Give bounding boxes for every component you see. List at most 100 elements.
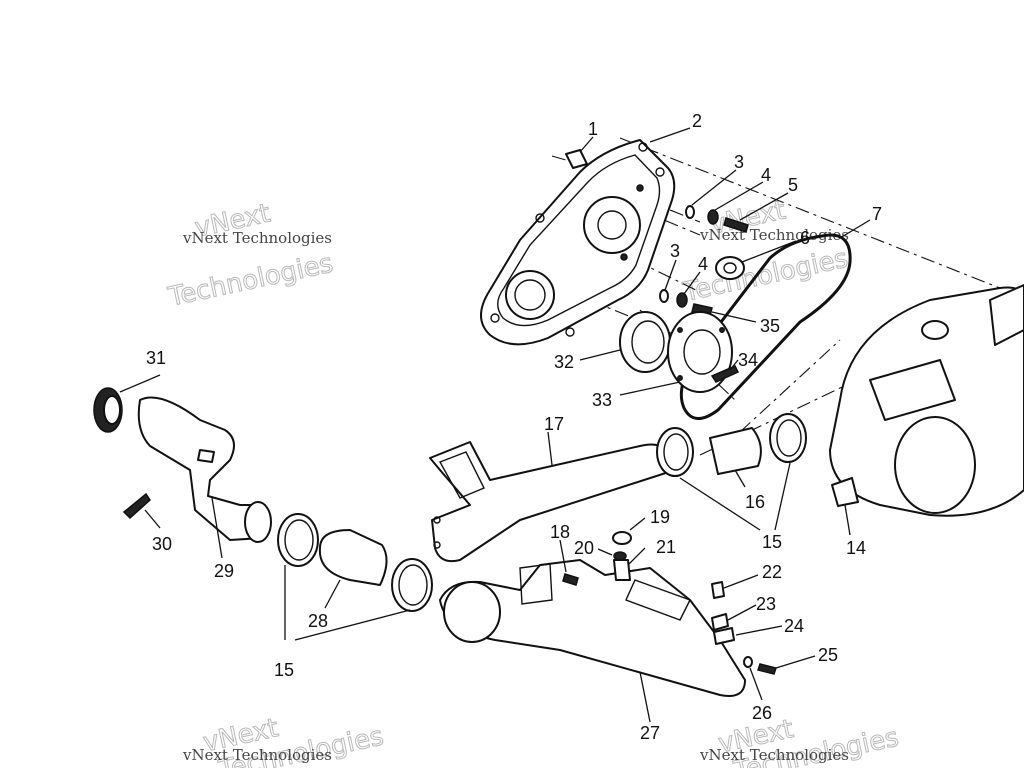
- callout-labels: 1 2 3 4 5 6 7 3 4 35 32 33 34 14 17 16 1…: [146, 111, 882, 743]
- part-33-plate: [667, 311, 733, 393]
- cover-inner-rim: [497, 154, 661, 327]
- callout-3: 3: [734, 152, 744, 172]
- cover-bolt-hole: [620, 253, 628, 261]
- part-31-seal: [93, 387, 123, 433]
- callout-30: 30: [152, 534, 172, 554]
- part-22-grommet: [711, 581, 725, 599]
- cover-lower-port: [505, 270, 555, 320]
- part-30-bolt: [122, 492, 151, 520]
- leader-26: [749, 667, 763, 701]
- silencer-inlet: [443, 581, 501, 643]
- duct-inlet: [438, 451, 485, 499]
- plate-outer: [667, 311, 733, 393]
- callout-17: 17: [544, 414, 564, 434]
- housing-flange: [989, 284, 1024, 346]
- alignment-line-duct-b: [739, 339, 841, 433]
- cover-mount-hole: [655, 167, 665, 177]
- part-21-fitting: [613, 559, 631, 581]
- part-29-elbow: [137, 396, 272, 543]
- part-3-washer-lower: [659, 289, 669, 303]
- callout-14: 14: [846, 538, 866, 558]
- leader-3b: [664, 259, 677, 291]
- leader-18: [559, 539, 567, 573]
- callout-27: 27: [640, 723, 660, 743]
- cover-mount-hole: [535, 213, 545, 223]
- leader-21: [627, 547, 646, 566]
- leader-24: [735, 625, 783, 636]
- silencer-bracket: [519, 563, 553, 605]
- watermark-technologies-text: Technologies: [165, 249, 336, 313]
- callout-34: 34: [738, 350, 758, 370]
- leader-31: [119, 374, 161, 393]
- part-24-bracket: [713, 627, 735, 645]
- cover-mount-hole: [638, 142, 648, 152]
- alignment-line-hub-lower: [609, 247, 701, 293]
- part-6-spacer: [715, 256, 745, 280]
- part-20-washer: [613, 551, 627, 561]
- watermark-label-text: vNext Technologies: [182, 229, 332, 247]
- callout-5: 5: [788, 175, 798, 195]
- dowel-body: [565, 149, 588, 169]
- cover-hub-bore: [597, 210, 627, 240]
- part-3-washer-upper: [685, 205, 695, 219]
- part-18-screw: [562, 573, 579, 586]
- callout-19: 19: [650, 507, 670, 527]
- callout-3: 3: [670, 241, 680, 261]
- leader-6: [741, 240, 797, 263]
- part-23-clip: [711, 613, 729, 631]
- leader-14: [844, 504, 851, 536]
- callout-18: 18: [550, 522, 570, 542]
- seal-31-inner: [103, 395, 121, 425]
- watermark-top-left: vNext Technologies: [165, 198, 337, 313]
- callout-4: 4: [698, 254, 708, 274]
- callout-25: 25: [818, 645, 838, 665]
- dowel-axis: [551, 155, 567, 161]
- housing-rib: [869, 359, 956, 421]
- callout-22: 22: [762, 562, 782, 582]
- watermark-label-text: vNext Technologies: [699, 746, 849, 764]
- leader-16: [734, 469, 746, 488]
- leader-19: [629, 517, 646, 531]
- cover-hub-boss: [583, 196, 641, 254]
- part-15-clamp-lower-left: [277, 513, 319, 567]
- leader-4b: [683, 271, 701, 295]
- leader-34: [729, 359, 739, 371]
- cover-mount-hole: [565, 327, 575, 337]
- elbow-outlet: [244, 501, 272, 543]
- callout-31: 31: [146, 348, 166, 368]
- part-34-bolt: [710, 365, 740, 383]
- leader-32: [579, 349, 621, 361]
- part-2-inner-cover: [480, 139, 676, 346]
- cover-mount-hole: [490, 313, 500, 323]
- leader-3a: [691, 169, 737, 206]
- callout-16: 16: [745, 492, 765, 512]
- elbow-body: [137, 396, 266, 541]
- clamp-inner: [398, 564, 428, 606]
- part-27-silencer: [439, 559, 746, 697]
- housing-hub: [894, 416, 976, 514]
- plate-rivet: [677, 375, 683, 381]
- seal-inner: [631, 320, 665, 364]
- callout-32: 32: [554, 352, 574, 372]
- clamps-lower: [277, 513, 433, 612]
- housing-port: [921, 320, 949, 340]
- leader-7: [839, 219, 871, 239]
- callout-1: 1: [588, 119, 598, 139]
- part-25-screw: [757, 663, 777, 675]
- leader-15-b: [774, 462, 791, 531]
- callout-35: 35: [760, 316, 780, 336]
- hardware-upper: [685, 205, 749, 280]
- plate-rivet: [719, 327, 725, 333]
- callout-28: 28: [308, 611, 328, 631]
- silencer-label-plate: [625, 579, 691, 621]
- leader-25: [775, 655, 816, 669]
- callout-15: 15: [274, 660, 294, 680]
- callout-33: 33: [592, 390, 612, 410]
- leader-30: [144, 509, 161, 529]
- leader-35: [711, 311, 757, 323]
- watermark-label-text: vNext Technologies: [699, 226, 849, 244]
- cover-lower-port-inner: [514, 279, 546, 311]
- duct-body: [429, 441, 676, 563]
- spacer-bore: [723, 262, 737, 274]
